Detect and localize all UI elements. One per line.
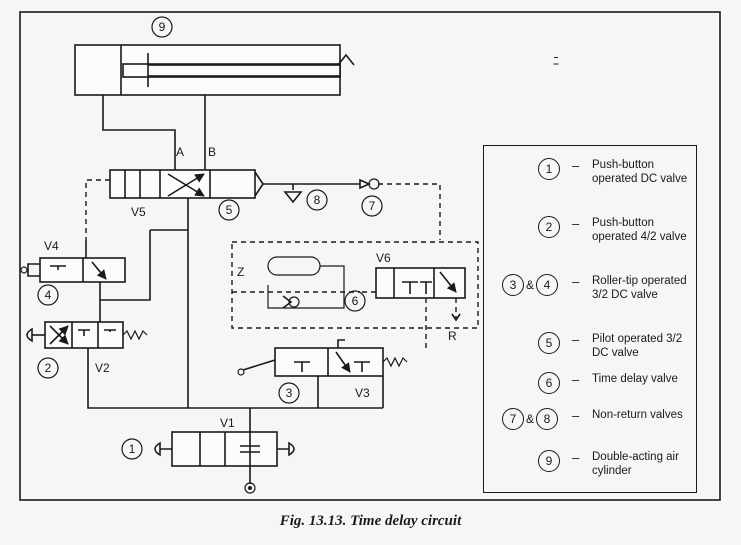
legend-text: Roller-tip operated 3/2 DC valve [592, 275, 687, 301]
valve-v3 [237, 339, 408, 377]
diagram-frame [19, 11, 721, 501]
port-z-label: Z [237, 265, 244, 279]
valve-v1-label: V1 [220, 416, 235, 430]
double-acting-cylinder [74, 16, 355, 96]
legend-amp: & [526, 278, 535, 292]
callout-3: 3 [286, 386, 293, 400]
legend-text: Time delay valve [592, 373, 678, 385]
valve-v4 [20, 257, 126, 283]
legend-dash: – [572, 158, 580, 173]
port-b-label: B [208, 145, 216, 159]
margin-mark: ﾆ [553, 54, 559, 68]
legend-amp: & [526, 412, 535, 426]
valve-v2-label: V2 [95, 361, 110, 375]
legend-badge: 7 [502, 408, 524, 430]
legend-badge: 1 [538, 158, 560, 180]
legend-badge: 6 [538, 372, 560, 394]
legend-text: Double-acting air cylinder [592, 451, 679, 477]
legend-text: Pilot operated 3/2 DC valve [592, 333, 683, 359]
valve-v2 [26, 321, 148, 349]
valve-v5-label: V5 [131, 205, 146, 219]
valve-v6-label: V6 [376, 251, 391, 265]
valve-v3-label: V3 [355, 386, 370, 400]
legend-dash: – [572, 372, 580, 387]
legend-badge: 3 [502, 274, 524, 296]
legend-text: Non-return valves [592, 409, 683, 421]
port-a-label: A [176, 145, 184, 159]
port-r-label: R [448, 329, 457, 343]
callout-5: 5 [226, 203, 233, 217]
time-delay-frame [231, 241, 479, 329]
valve-v4-label: V4 [44, 239, 59, 253]
callout-8: 8 [314, 193, 321, 207]
legend-dash: – [572, 216, 580, 231]
legend-box: 1 – Push-button operated DC valve 2 – Pu… [483, 145, 697, 493]
valve-v6 [375, 267, 466, 299]
callout-6: 6 [352, 294, 359, 308]
legend-badge: 2 [538, 216, 560, 238]
callout-2: 2 [45, 361, 52, 375]
legend-badge: 8 [536, 408, 559, 430]
legend-dash: – [572, 332, 580, 347]
callout-9: 9 [159, 20, 166, 34]
callout-4: 4 [45, 288, 52, 302]
valve-v5 [109, 169, 264, 199]
legend-text: Push-button operated DC valve [592, 159, 688, 185]
legend-dash: – [572, 408, 580, 423]
legend-dash: – [572, 450, 580, 465]
legend-badge: 5 [538, 332, 560, 354]
figure-caption: Fig. 13.13. Time delay circuit [279, 513, 462, 529]
valve-v1 [154, 431, 295, 467]
legend-text: Push-button operated 4/2 valve [592, 217, 687, 243]
legend-badge: 9 [538, 450, 560, 472]
callout-7: 7 [369, 199, 376, 213]
legend-badge: 4 [536, 274, 559, 296]
callout-1: 1 [129, 442, 136, 456]
legend-dash: – [572, 274, 580, 289]
